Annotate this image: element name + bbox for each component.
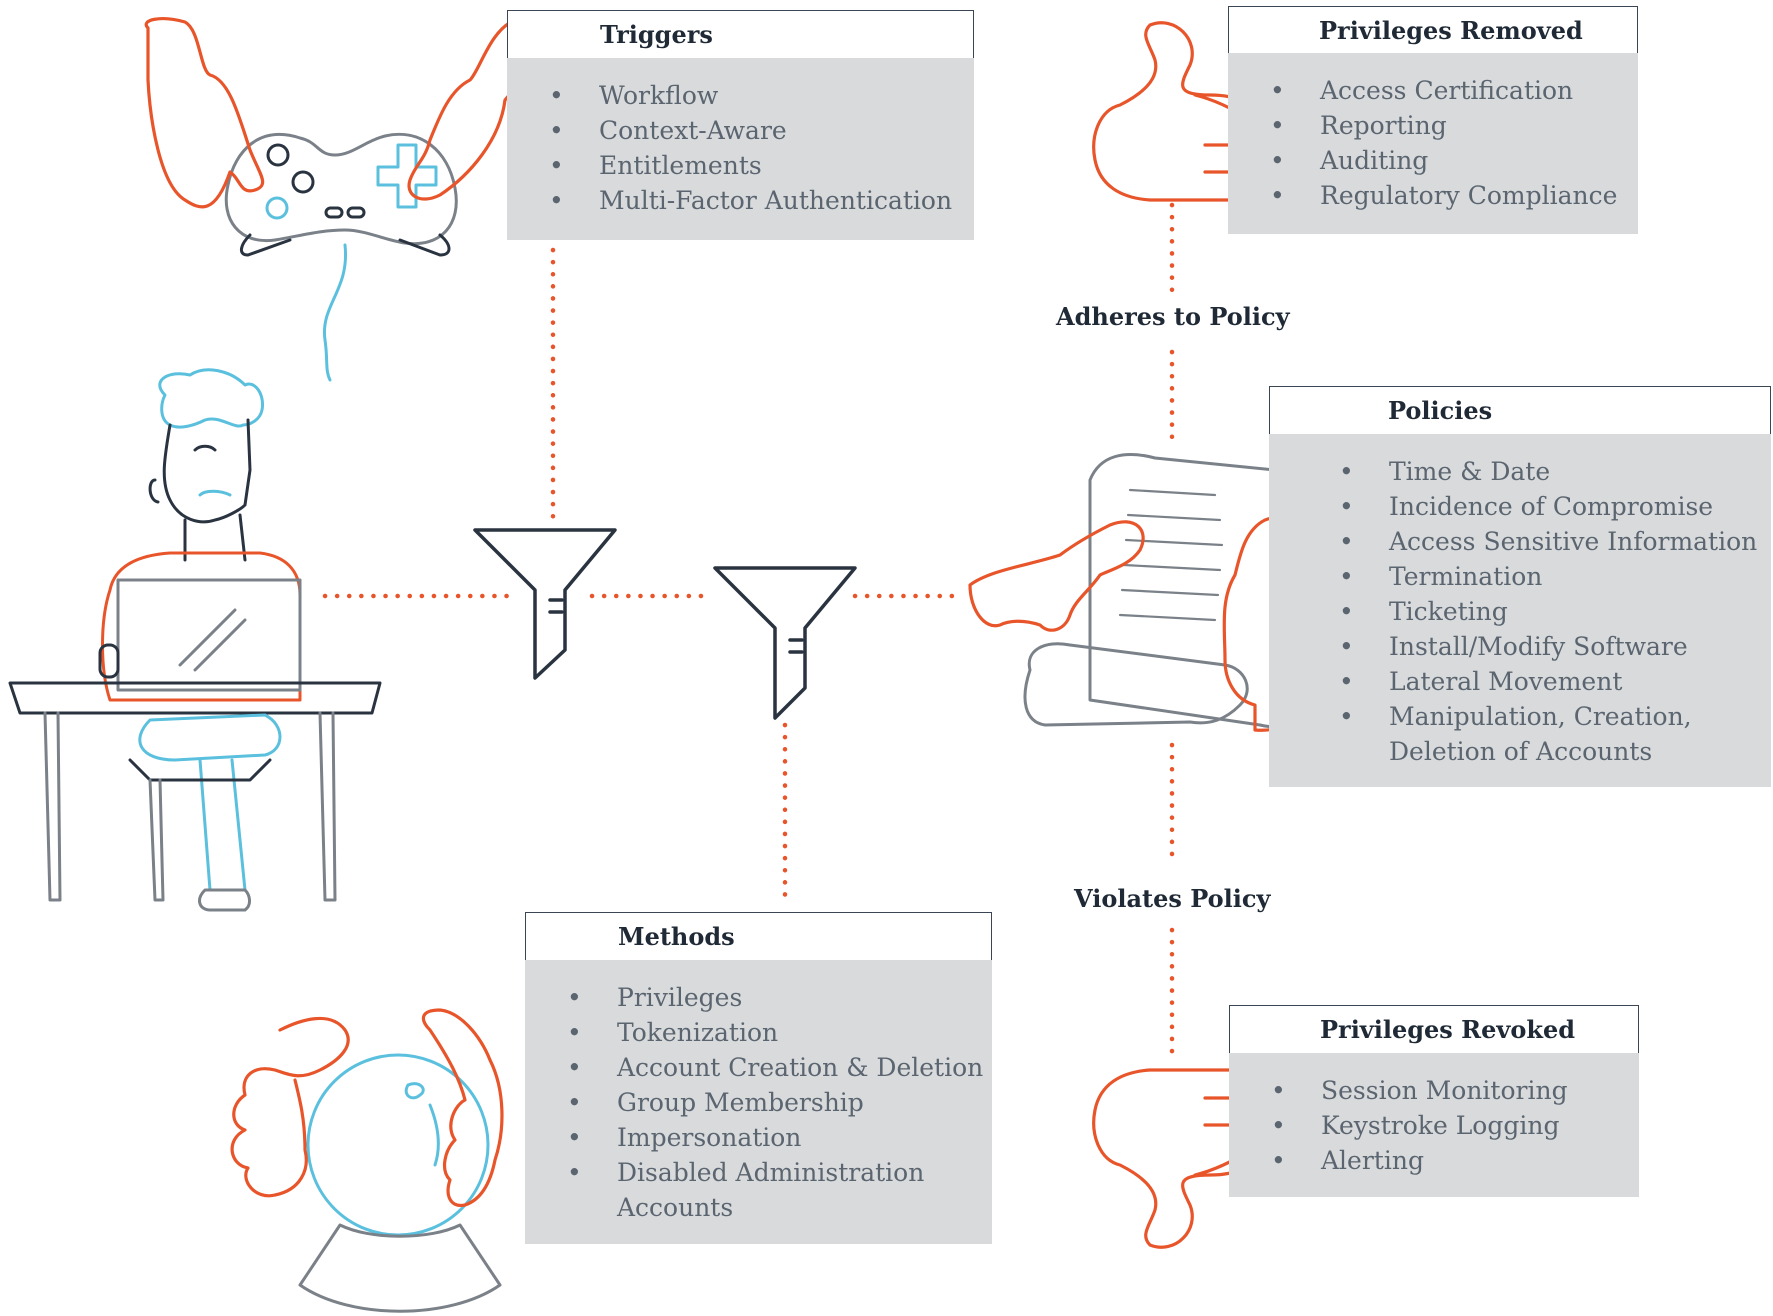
list-item: Privileges [567,980,992,1015]
funnel-icon [473,528,617,680]
person-at-laptop-icon [8,368,382,912]
privileges-removed-box: Privileges Removed Access Certification … [1228,6,1638,234]
list-item: Manipulation, Creation, [1339,699,1771,734]
policies-list: Time & Date Incidence of Compromise Acce… [1339,454,1771,769]
list-item: Accounts [617,1193,734,1222]
list-item: Context-Aware [549,113,974,148]
methods-box: Methods Privileges Tokenization Account … [525,912,992,1244]
connector-lines [322,202,1175,1063]
list-item: Disabled Administration [567,1155,992,1190]
list-item: Account Creation & Deletion [567,1050,992,1085]
methods-list: Privileges Tokenization Account Creation… [567,980,992,1225]
box-title: Privileges Removed [1228,6,1638,53]
list-item: Regulatory Compliance [1270,178,1638,213]
violates-policy-label: Violates Policy [1074,884,1271,913]
privileges-removed-list: Access Certification Reporting Auditing … [1270,73,1638,213]
list-item: Session Monitoring [1271,1073,1639,1108]
box-title: Policies [1269,386,1771,434]
box-title: Methods [525,912,992,960]
list-item: Impersonation [567,1120,992,1155]
box-title: Privileges Revoked [1229,1005,1639,1053]
list-item: Ticketing [1339,594,1771,629]
list-item: Group Membership [567,1085,992,1120]
list-item: Termination [1339,559,1771,594]
list-item: Alerting [1271,1143,1639,1178]
list-item: Access Certification [1270,73,1638,108]
list-item: Auditing [1270,143,1638,178]
list-item: Multi-Factor Authentication [549,183,974,218]
policy-document-icon [968,453,1308,732]
list-item: Deletion of Accounts [1389,737,1653,766]
privileges-revoked-list: Session Monitoring Keystroke Logging Ale… [1271,1073,1639,1178]
triggers-box: Triggers Workflow Context-Aware Entitlem… [507,10,974,240]
box-title: Triggers [507,10,974,58]
adheres-to-policy-label: Adheres to Policy [1056,302,1290,331]
list-item: Incidence of Compromise [1339,489,1771,524]
triggers-list: Workflow Context-Aware Entitlements Mult… [549,78,974,218]
list-item: Workflow [549,78,974,113]
policies-box: Policies Time & Date Incidence of Compro… [1269,386,1771,787]
list-item: Entitlements [549,148,974,183]
privileges-revoked-box: Privileges Revoked Session Monitoring Ke… [1229,1005,1639,1197]
list-item: Install/Modify Software [1339,629,1771,664]
list-item: Tokenization [567,1015,992,1050]
funnel-icon [713,566,857,720]
list-item: Reporting [1270,108,1638,143]
crystal-ball-icon [230,1008,504,1313]
list-item: Access Sensitive Information [1339,524,1771,559]
list-item: Keystroke Logging [1271,1108,1639,1143]
list-item: Time & Date [1339,454,1771,489]
game-controller-icon [144,17,536,382]
list-item: Lateral Movement [1339,664,1771,699]
